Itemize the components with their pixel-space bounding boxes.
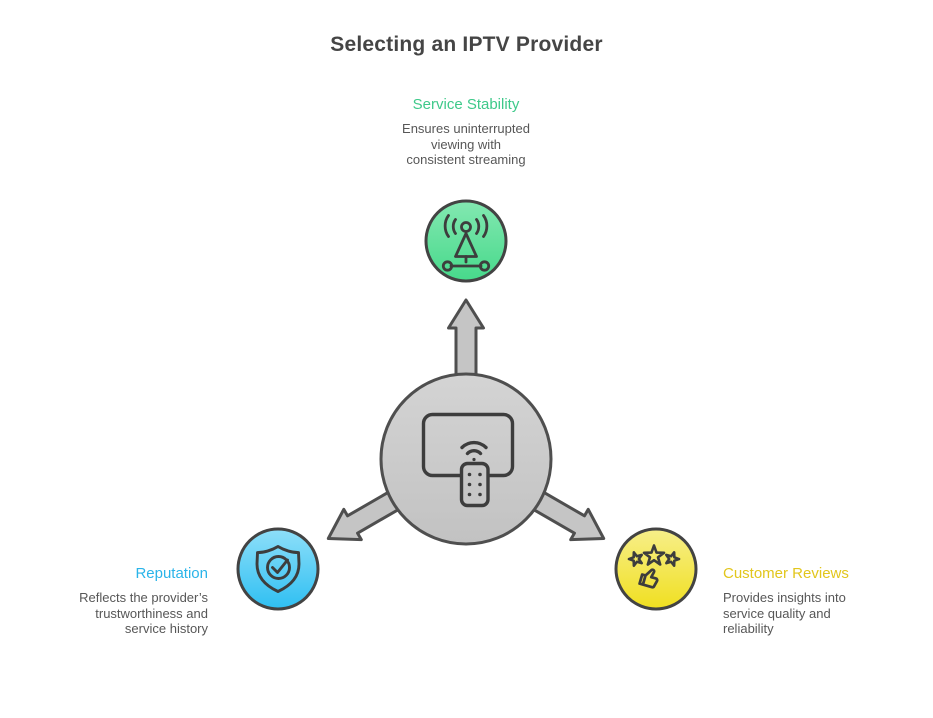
stability-label: Service Stability — [412, 96, 520, 113]
tv-remote-icon — [421, 412, 515, 508]
stars-thumbs-up-icon — [627, 544, 681, 589]
hub-circle — [379, 372, 553, 546]
reputation-description: Reflects the provider’s trustworthiness … — [79, 590, 208, 636]
stability-description: Ensures uninterrupted viewing with consi… — [402, 121, 530, 167]
center-hub — [379, 372, 553, 546]
stability-circle — [424, 199, 508, 283]
broadcast-tower-icon — [441, 214, 491, 272]
reputation-node-text: Reputation Reflects the provider’s trust… — [8, 565, 208, 637]
stability-node-text: Service Stability Ensures uninterrupted … — [316, 96, 616, 168]
reviews-node-text: Customer Reviews Provides insights into … — [723, 565, 923, 637]
reviews-description: Provides insights into service quality a… — [723, 590, 846, 636]
reviews-label: Customer Reviews — [723, 565, 849, 582]
reputation-label: Reputation — [135, 565, 208, 582]
shield-check-icon — [255, 545, 301, 593]
page-title: Selecting an IPTV Provider — [330, 33, 603, 56]
reputation-circle — [236, 527, 320, 611]
reviews-circle — [614, 527, 698, 611]
